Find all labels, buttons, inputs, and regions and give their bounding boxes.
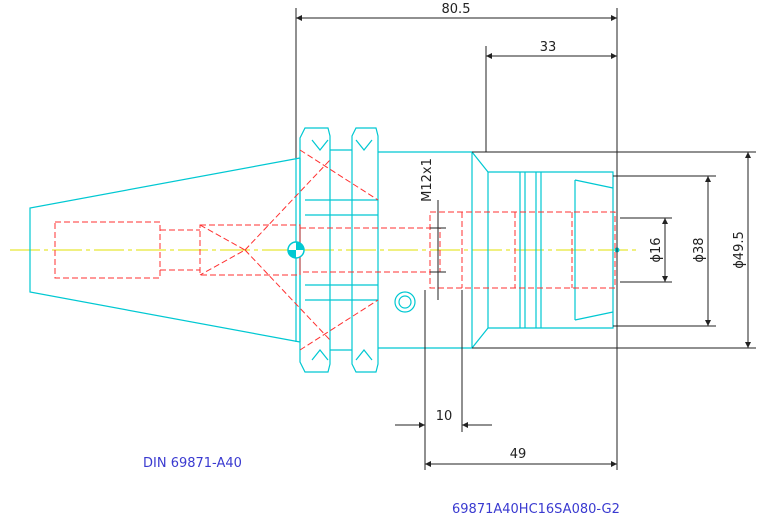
dim-overall-length xyxy=(295,8,618,470)
hidden-features xyxy=(54,149,616,351)
dim-label-bore-diameter: ϕ16 xyxy=(649,237,664,262)
dim-label-collar-offset: 10 xyxy=(436,409,453,424)
dim-label-overall-length: 80.5 xyxy=(442,2,471,17)
dim-label-reference-length: 49 xyxy=(510,447,527,462)
dim-nose-diameter xyxy=(613,175,716,327)
dim-bore-diameter xyxy=(620,217,672,283)
dim-label-nose-length: 33 xyxy=(540,40,557,55)
flange xyxy=(299,127,379,373)
dim-label-screw-thread: M12x1 xyxy=(420,158,435,202)
dim-body-diameter xyxy=(472,151,756,349)
standard-label: DIN 69871-A40 xyxy=(143,456,242,471)
center-mark xyxy=(287,241,620,259)
dim-screw-thread xyxy=(430,200,446,300)
nose-body xyxy=(378,151,614,349)
dim-collar-offset xyxy=(395,290,492,470)
dim-label-nose-diameter: ϕ38 xyxy=(692,237,707,262)
dim-label-body-diameter: ϕ49.5 xyxy=(732,231,747,269)
part-number: 69871A40HC16SA080-G2 xyxy=(452,502,620,517)
dim-nose-length xyxy=(485,46,617,152)
